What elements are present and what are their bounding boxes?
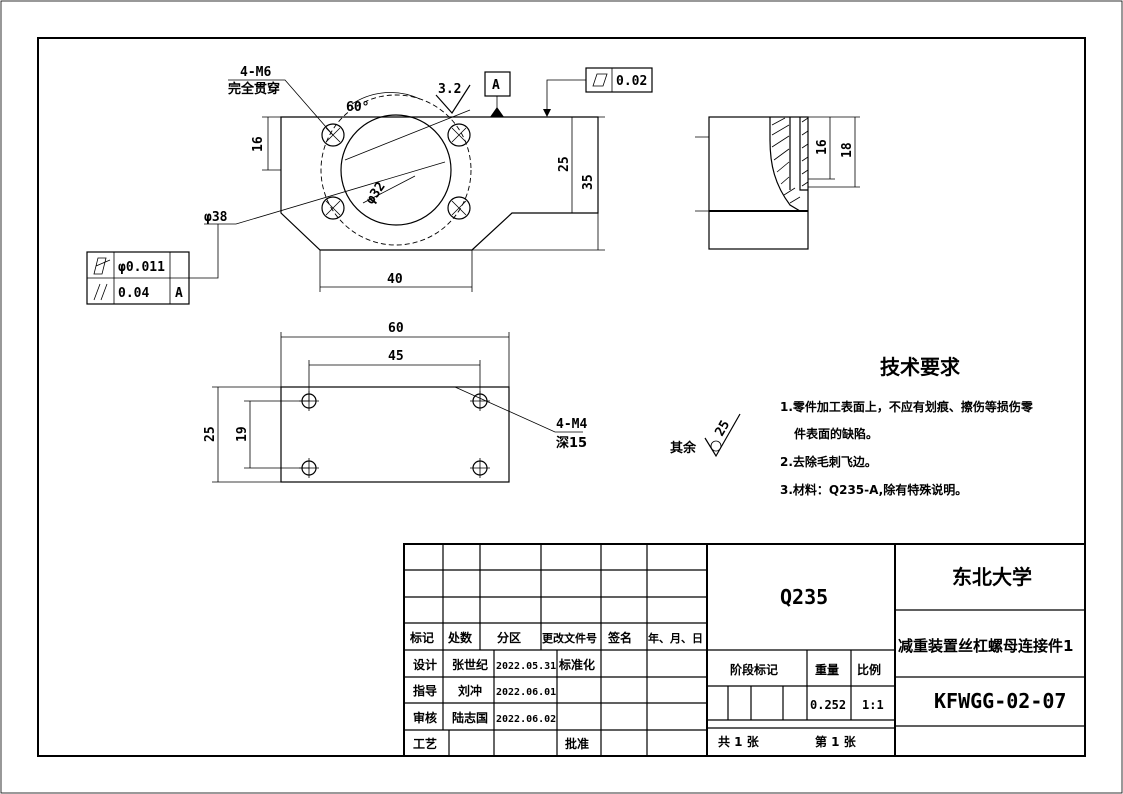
gdt-row2-value: 0.04 — [118, 286, 149, 301]
part-name: 减重装置丝杠螺母连接件1 — [898, 637, 1073, 655]
dim-18-side: 18 — [840, 142, 855, 158]
design-label: 设计 — [413, 657, 437, 672]
scale-label: 比例 — [857, 662, 881, 677]
review-date: 2022.06.02 — [496, 714, 556, 725]
hdr-doc: 更改文件号 — [542, 631, 597, 645]
remaining-label: 其余 — [670, 440, 697, 456]
dim-40: 40 — [387, 272, 403, 287]
roughness-label: 3.2 — [438, 82, 461, 97]
dim-16-side: 16 — [815, 139, 830, 155]
m4-note-2: 深15 — [556, 435, 587, 451]
bore-circle — [340, 114, 452, 226]
hole-dia: φ32 — [363, 179, 389, 207]
process-label: 工艺 — [413, 736, 437, 751]
bottom-view: 60 45 25 19 4-M4 深15 — [203, 321, 587, 483]
dim-35-top: 35 — [581, 174, 596, 190]
hdr-count: 处数 — [447, 630, 473, 645]
gdt-row2-datum: A — [175, 286, 183, 301]
hdr-mark: 标记 — [409, 630, 434, 645]
title-block: 标记 处数 分区 更改文件号 签名 年、月、日 设计 张世纪 2022.05.3… — [403, 543, 1086, 757]
datum-label: A — [492, 78, 500, 93]
guide-name: 刘冲 — [458, 683, 482, 698]
remaining-value: 25 — [712, 418, 733, 439]
design-date: 2022.05.31 — [496, 661, 556, 672]
dim-19: 19 — [235, 426, 250, 442]
weight-value: 0.252 — [810, 698, 846, 712]
approve-label: 批准 — [565, 736, 589, 751]
datum-box — [484, 71, 511, 97]
std-label: 标准化 — [558, 657, 595, 672]
dim-16-top: 16 — [251, 136, 266, 152]
stage-label: 阶段标记 — [730, 662, 778, 677]
flatness-value: 0.02 — [616, 74, 647, 89]
gdt-frames: φ0.011 0.04 A — [86, 224, 219, 305]
university: 东北大学 — [952, 565, 1032, 589]
guide-date: 2022.06.01 — [496, 687, 556, 698]
bore-outer-circle — [320, 94, 472, 246]
dia-38: φ38 — [204, 210, 228, 225]
material: Q235 — [780, 585, 828, 609]
m6-note-2: 完全贯穿 — [228, 81, 280, 97]
tech-requirements: 技术要求 1.零件加工表面上，不应有划痕、擦伤等损伤零 件表面的缺陷。 2.去除… — [780, 355, 1034, 497]
tech-item-2: 2.去除毛刺飞边。 — [780, 454, 877, 469]
guide-label: 指导 — [413, 683, 437, 698]
m4-note-1: 4-M4 — [556, 417, 587, 432]
tech-title: 技术要求 — [880, 355, 961, 379]
dim-25-bottom: 25 — [203, 426, 218, 442]
hdr-sign: 签名 — [607, 630, 632, 645]
tech-item-1: 1.零件加工表面上，不应有划痕、擦伤等损伤零 — [780, 399, 1034, 414]
angle-label: 60° — [346, 100, 369, 115]
tech-item-3: 3.材料：Q235-A,除有特殊说明。 — [780, 482, 967, 497]
dim-25-top: 25 — [557, 156, 572, 172]
review-name: 陆志国 — [452, 710, 488, 725]
m4-holes — [299, 391, 490, 478]
scale-value: 1:1 — [862, 698, 884, 712]
side-view: 16 18 — [695, 116, 860, 250]
m6-note-1: 4-M6 — [240, 65, 271, 80]
design-name: 张世纪 — [452, 657, 488, 672]
top-view: 60° 4-M6 完全贯穿 3.2 A 0.02 16 25 35 40 φ38 — [86, 65, 653, 305]
weight-label: 重量 — [815, 662, 839, 677]
sheet-no: 第 1 张 — [815, 734, 857, 749]
gdt-row1-value: φ0.011 — [118, 260, 165, 275]
sheets-total: 共 1 张 — [718, 734, 760, 749]
tech-item-1b: 件表面的缺陷。 — [794, 426, 878, 441]
drawing-no: KFWGG-02-07 — [934, 689, 1066, 713]
remaining-roughness: 其余 25 — [670, 413, 741, 458]
hdr-zone: 分区 — [497, 630, 521, 645]
dim-60: 60 — [388, 321, 404, 336]
dim-45: 45 — [388, 349, 404, 364]
hdr-date: 年、月、日 — [648, 631, 703, 645]
review-label: 审核 — [413, 710, 437, 725]
m6-holes — [321, 123, 471, 220]
